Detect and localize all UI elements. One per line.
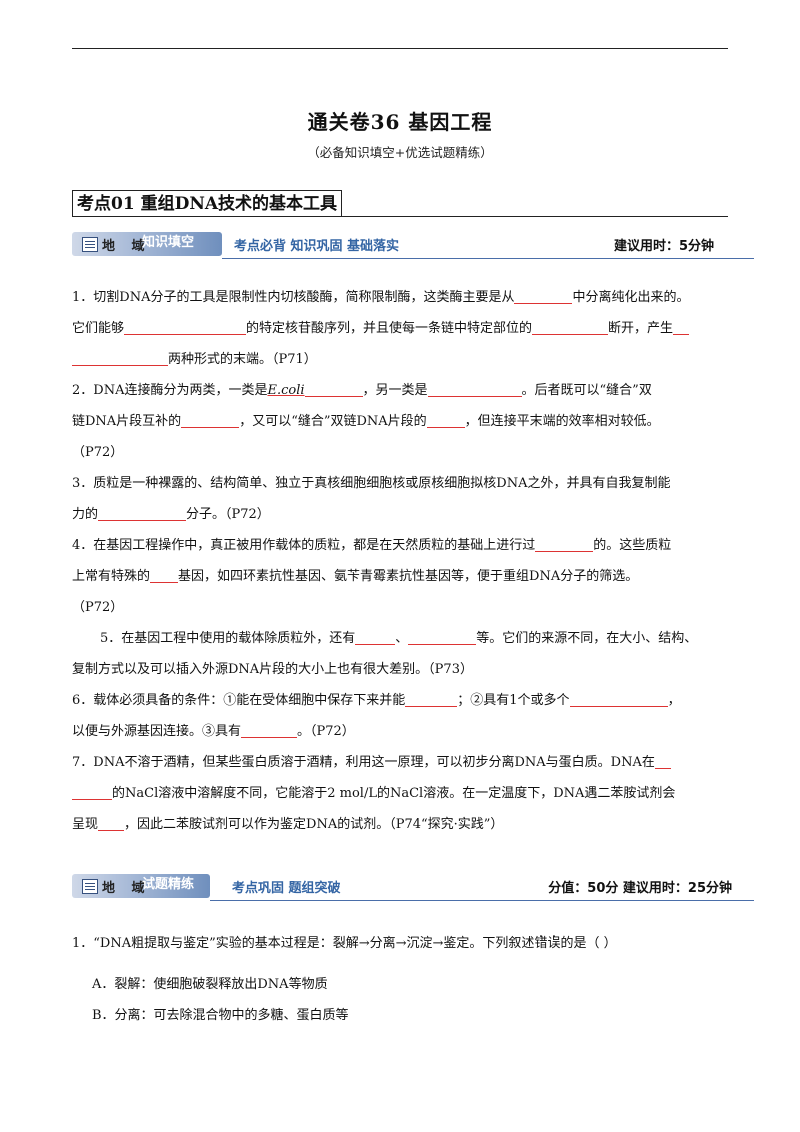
blank[interactable] <box>535 535 594 552</box>
q2-line2: 链DNA片段互补的，又可以“缝合”双链DNA片段的，但连接平末端的效率相对较低。 <box>72 406 732 437</box>
question-1: 1．“DNA粗提取与鉴定”实验的基本过程是：裂解→分离→沉淀→鉴定。下列叙述错误… <box>72 928 732 1031</box>
q1-line3: 两种形式的末端。（P71） <box>72 344 732 375</box>
q6-line1: 6．载体必须具备的条件：①能在受体细胞中保存下来并能；②具有1个或多个， <box>72 685 732 716</box>
q6-line2: 以便与外源基因连接。③具有。（P72） <box>72 716 732 747</box>
option-a[interactable]: A．裂解：使细胞破裂释放出DNA等物质 <box>92 977 328 992</box>
q1-line1: 1．切割DNA分子的工具是限制性内切核酸酶，简称限制酶，这类酶主要是从中分离纯化… <box>72 282 732 313</box>
blank[interactable] <box>304 380 363 397</box>
blank[interactable] <box>408 628 477 645</box>
banner-zone: 地 域 <box>102 881 151 896</box>
blank[interactable] <box>124 318 247 335</box>
blank[interactable] <box>355 628 396 645</box>
blank[interactable] <box>532 318 609 335</box>
blank[interactable] <box>150 566 179 583</box>
fill-blank-section: 1．切割DNA分子的工具是限制性内切核酸酶，简称限制酶，这类酶主要是从中分离纯化… <box>72 282 732 840</box>
banner-slogan: 考点必背 知识巩固 基础落实 <box>234 239 400 254</box>
question-options: A．裂解：使细胞破裂释放出DNA等物质 B．分离：可去除混合物中的多糖、蛋白质等 <box>72 969 732 1031</box>
banner-time: 建议用时：5分钟 <box>613 239 714 254</box>
q4-line2: 上常有特殊的基因，如四环素抗性基因、氨苄青霉素抗性基因等，便于重组DNA分子的筛… <box>72 561 732 592</box>
blank[interactable] <box>72 349 168 366</box>
banner-slogan: 考点巩固 题组突破 <box>232 881 341 896</box>
blank[interactable] <box>405 690 458 707</box>
q1-line2: 它们能够的特定核苷酸序列，并且使每一条链中特定部位的断开，产生 <box>72 313 732 344</box>
option-b[interactable]: B．分离：可去除混合物中的多糖、蛋白质等 <box>92 1008 349 1023</box>
book-icon <box>82 237 98 252</box>
blank[interactable] <box>181 411 240 428</box>
section-title: 考点01 重组DNA技术的基本工具 <box>72 190 343 217</box>
question-stem: 1．“DNA粗提取与鉴定”实验的基本过程是：裂解→分离→沉淀→鉴定。下列叙述错误… <box>72 928 732 959</box>
blank[interactable] <box>569 690 668 707</box>
section-rule <box>72 216 728 217</box>
blank[interactable] <box>514 287 573 304</box>
q3-line2: 力的分子。（P72） <box>72 499 732 530</box>
blank[interactable] <box>241 721 298 738</box>
blank[interactable] <box>98 504 187 521</box>
q5-line1: 5．在基因工程中使用的载体除质粒外，还有、等。它们的来源不同，在大小、结构、 <box>72 623 732 654</box>
q5-line2: 复制方式以及可以插入外源DNA片段的大小上也有很大差别。（P73） <box>72 662 473 677</box>
banner-knowledge-fill: 地 域 知识填空 考点必背 知识巩固 基础落实 建议用时：5分钟 <box>72 228 754 260</box>
banner-rule <box>210 900 754 901</box>
q3-line1: 3．质粒是一种裸露的、结构简单、独立于真核细胞细胞核或原核细胞拟核DNA之外，并… <box>72 476 671 491</box>
blank[interactable] <box>426 411 465 428</box>
banner-time: 分值：50分 建议用时：25分钟 <box>548 881 732 896</box>
page-subtitle: （必备知识填空+优选试题精练） <box>307 145 493 160</box>
blank[interactable] <box>427 380 522 397</box>
q7-line1: 7．DNA不溶于酒精，但某些蛋白质溶于酒精，利用这一原理，可以初步分离DNA与蛋… <box>72 747 732 778</box>
header-rule <box>72 48 728 49</box>
blank[interactable] <box>72 783 112 800</box>
blank[interactable] <box>98 814 125 831</box>
banner-practice: 地 域 试题精练 考点巩固 题组突破 分值：50分 建议用时：25分钟 <box>72 870 754 902</box>
book-icon <box>82 879 98 894</box>
banner-zone: 地 域 <box>102 239 151 254</box>
page-title: 通关卷36 基因工程 <box>307 110 493 134</box>
q2-line3: （P72） <box>72 445 124 460</box>
blank[interactable] <box>654 752 671 769</box>
q2-line1: 2．DNA连接酶分为两类，一类是E.coli，另一类是。后者既可以“缝合”双 <box>72 375 732 406</box>
q4-line1: 4．在基因工程操作中，真正被用作载体的质粒，都是在天然质粒的基础上进行过的。这些… <box>72 530 732 561</box>
banner-label: 试题精练 <box>142 877 195 892</box>
q7-line2: 的NaCl溶液中溶解度不同，它能溶于2 mol/L的NaCl溶液。在一定温度下，… <box>72 778 732 809</box>
banner-rule <box>222 258 754 259</box>
q4-line3: （P72） <box>72 600 124 615</box>
q7-line3: 呈现，因此二苯胺试剂可以作为鉴定DNA的试剂。（P74“探究·实践”） <box>72 809 732 840</box>
blank[interactable] <box>673 318 690 335</box>
banner-label: 知识填空 <box>142 235 195 250</box>
